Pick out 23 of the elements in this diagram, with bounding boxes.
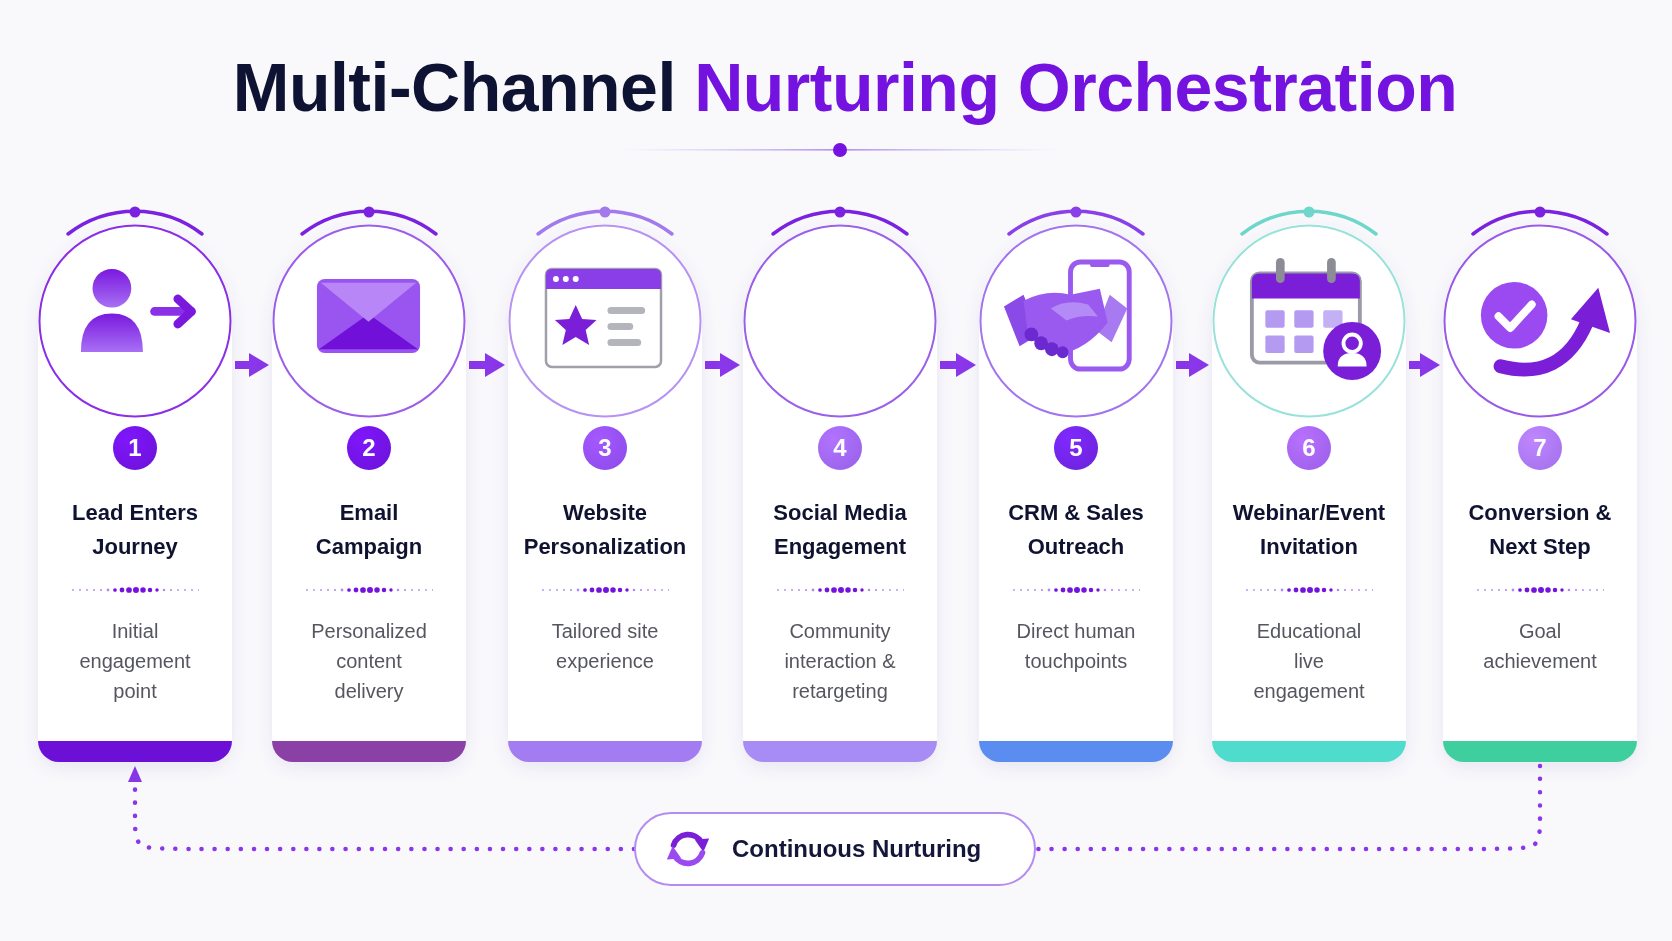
step-title: Webinar/Event Invitation — [1231, 499, 1387, 561]
step-description: Educational live engagement — [1252, 619, 1366, 704]
title: Multi-Channel Nurturing Orchestration — [232, 48, 1458, 126]
step-number: 4 — [818, 426, 862, 470]
step-description: Tailored site experience — [550, 619, 660, 674]
step-description: Initial engagement point — [78, 619, 192, 704]
step-description: Community interaction & retargeting — [783, 619, 897, 704]
step-number: 7 — [1518, 426, 1562, 470]
step-title: Email Campaign — [314, 499, 424, 561]
step-number: 6 — [1287, 426, 1331, 470]
step-description: Personalized content delivery — [310, 619, 428, 704]
step-title: CRM & Sales Outreach — [1007, 499, 1145, 561]
step-title: Website Personalization — [522, 499, 688, 561]
step-title: Lead Enters Journey — [71, 499, 199, 561]
loop-label: Continuous Nurturing — [732, 835, 982, 863]
step-number: 1 — [113, 426, 157, 470]
step-number: 2 — [347, 426, 391, 470]
step-title: Social Media Engagement — [772, 499, 908, 561]
step-description: Goal achievement — [1482, 619, 1598, 674]
step-number: 3 — [583, 426, 627, 470]
step-description: Direct human touchpoints — [1015, 619, 1137, 674]
step-title: Conversion & Next Step — [1467, 499, 1613, 561]
step-number: 5 — [1054, 426, 1098, 470]
